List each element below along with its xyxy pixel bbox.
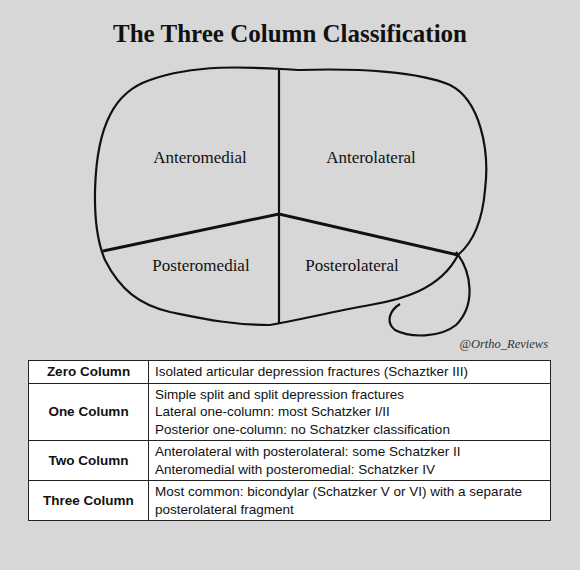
row-description: Isolated articular depression fractures … — [155, 363, 544, 381]
table-cell: Three Column — [29, 481, 149, 521]
row-heading: Two Column — [35, 452, 142, 470]
table-cell: Simple split and split depression fractu… — [149, 383, 551, 441]
region-label: Anteromedial — [153, 148, 246, 168]
region-label: Posteromedial — [152, 256, 249, 276]
table-cell: Zero Column — [29, 361, 149, 384]
column-divider — [103, 214, 458, 255]
row-description: Anterolateral with posterolateral: some … — [155, 443, 544, 461]
table-cell: Most common: bicondylar (Schatzker V or … — [149, 481, 551, 521]
region-label: Posterolateral — [305, 256, 398, 276]
column-divider — [278, 70, 280, 324]
row-description: Anteromedial with posteromedial: Schatzk… — [155, 461, 544, 479]
table-cell: Two Column — [29, 441, 149, 481]
row-heading: Three Column — [35, 492, 142, 510]
region-label: Anterolateral — [326, 148, 416, 168]
fibula-head-outline — [390, 252, 470, 335]
row-description: Lateral one-column: most Schatzker I/II — [155, 403, 544, 421]
diagram-title: The Three Column Classification — [0, 20, 580, 48]
row-description: Simple split and split depression fractu… — [155, 386, 544, 404]
table-cell: Isolated articular depression fractures … — [149, 361, 551, 384]
row-heading: One Column — [35, 403, 142, 421]
row-description: Most common: bicondylar (Schatzker V or … — [155, 483, 544, 518]
row-heading: Zero Column — [35, 363, 142, 381]
table-cell: Anterolateral with posterolateral: some … — [149, 441, 551, 481]
row-description: Posterior one-column: no Schatzker class… — [155, 421, 544, 439]
classification-table: Zero Column Isolated articular depression… — [28, 360, 551, 521]
table-cell: One Column — [29, 383, 149, 441]
plateau-outline — [95, 67, 486, 325]
watermark: @Ortho_Reviews — [459, 337, 548, 352]
